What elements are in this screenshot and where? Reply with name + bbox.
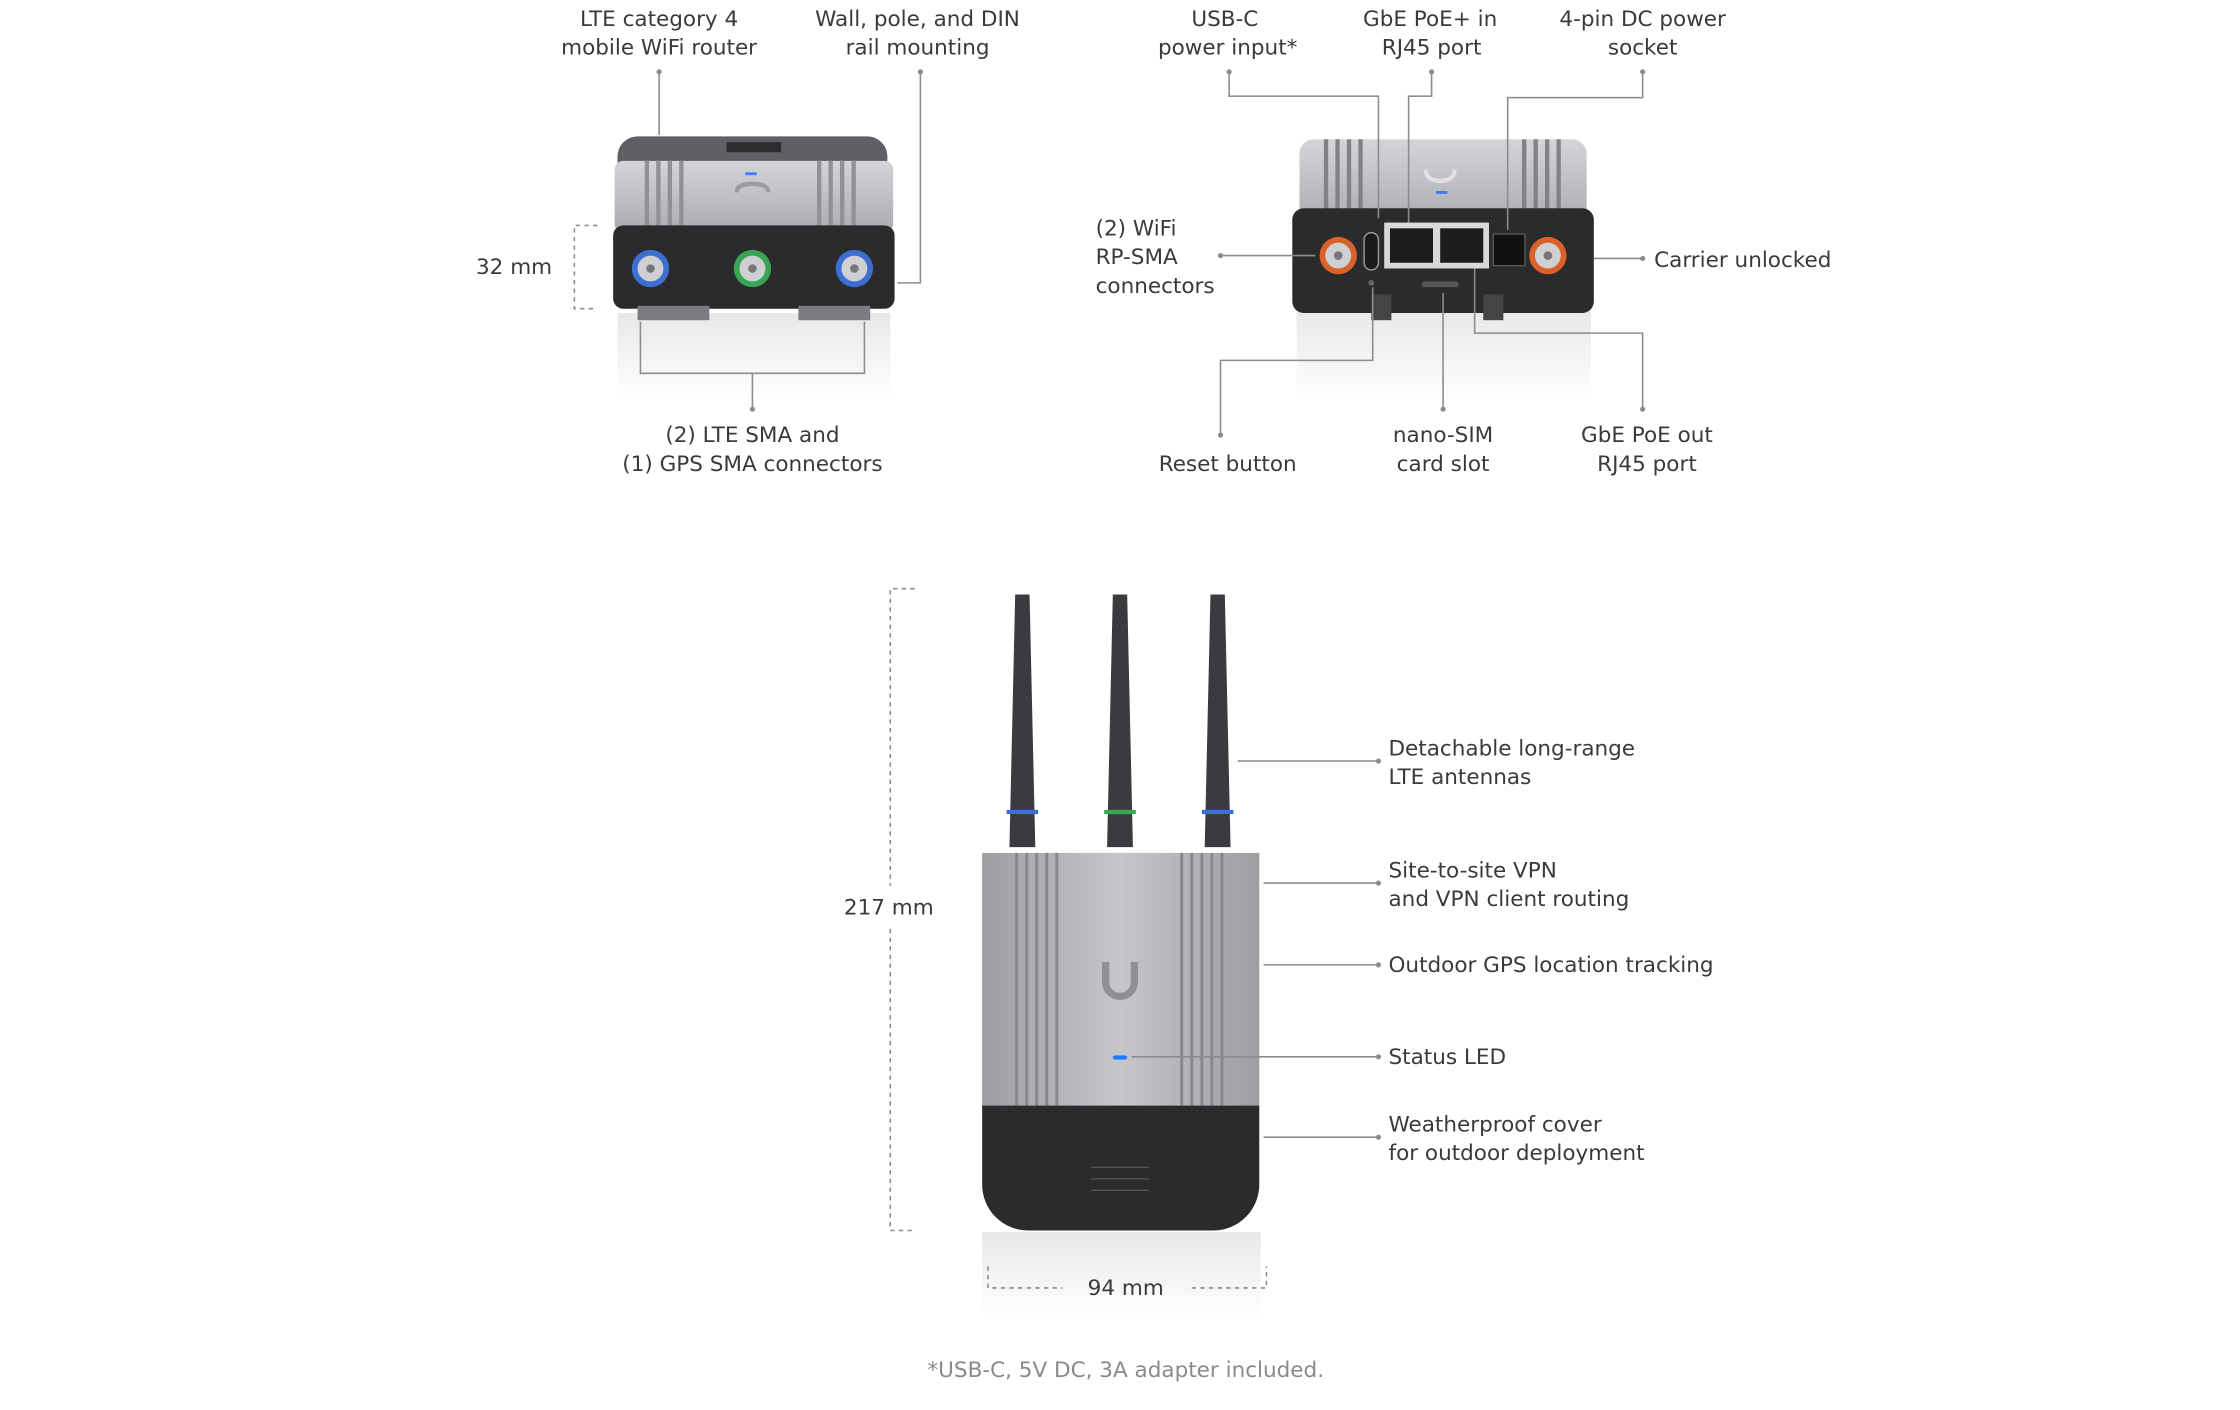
svg-text:Outdoor GPS location tracking: Outdoor GPS location tracking (1389, 953, 1714, 978)
callout-lte-gps-connectors: (2) LTE SMA and (1) GPS SMA connectors (622, 321, 883, 477)
svg-text:Wall, pole, and DIN: Wall, pole, and DIN (815, 7, 1020, 32)
dimension-width-94: 94 mm (987, 1266, 1268, 1301)
gps-connector (733, 249, 772, 288)
callout-poe-out: GbE PoE out RJ45 port (1473, 268, 1713, 477)
svg-text:LTE category 4: LTE category 4 (580, 7, 738, 32)
callout-mounting: Wall, pole, and DIN rail mounting (815, 7, 1020, 284)
svg-text:(2) WiFi: (2) WiFi (1096, 216, 1177, 241)
callout-carrier: Carrier unlocked (1593, 248, 1831, 273)
callout-vpn: Site-to-site VPN and VPN client routing (1263, 858, 1630, 912)
antenna-middle (1104, 594, 1136, 848)
router-side-view (613, 136, 895, 400)
ui-logo (1102, 962, 1138, 1000)
svg-text:(2) LTE SMA and: (2) LTE SMA and (665, 423, 839, 448)
svg-text:socket: socket (1608, 36, 1678, 61)
svg-text:Reset button: Reset button (1159, 452, 1297, 477)
svg-text:Weatherproof cover: Weatherproof cover (1389, 1112, 1602, 1137)
svg-text:card slot: card slot (1397, 452, 1490, 477)
svg-text:for outdoor deployment: for outdoor deployment (1389, 1141, 1645, 1166)
lte-connector-1 (835, 249, 874, 288)
callout-wifi: (2) WiFi RP-SMA connectors (1096, 216, 1316, 299)
svg-text:217 mm: 217 mm (844, 896, 934, 921)
svg-text:mobile WiFi router: mobile WiFi router (561, 36, 757, 61)
svg-text:RP-SMA: RP-SMA (1096, 245, 1178, 270)
rj45-poe-out-port (1440, 228, 1484, 263)
callout-status-led: Status LED (1131, 1045, 1506, 1070)
antenna-left (1006, 594, 1039, 848)
svg-text:and VPN client routing: and VPN client routing (1389, 887, 1630, 912)
callout-dc-socket: 4-pin DC power socket (1506, 7, 1726, 230)
svg-text:GbE PoE+ in: GbE PoE+ in (1363, 7, 1497, 32)
svg-text:power input*: power input* (1158, 36, 1298, 61)
svg-text:Site-to-site VPN: Site-to-site VPN (1389, 858, 1557, 883)
svg-text:USB-C: USB-C (1191, 7, 1258, 32)
svg-text:(1) GPS SMA connectors: (1) GPS SMA connectors (622, 452, 882, 477)
reset-hole (1368, 279, 1375, 286)
svg-text:LTE antennas: LTE antennas (1389, 765, 1532, 790)
callout-gps: Outdoor GPS location tracking (1263, 953, 1714, 978)
router-front-view (982, 594, 1261, 1319)
svg-text:rail mounting: rail mounting (846, 36, 990, 61)
svg-text:RJ45 port: RJ45 port (1597, 452, 1697, 477)
svg-text:Status LED: Status LED (1389, 1045, 1507, 1070)
svg-text:Detachable long-range: Detachable long-range (1389, 736, 1636, 761)
svg-text:32 mm: 32 mm (476, 255, 552, 280)
callout-reset: Reset button (1159, 287, 1374, 477)
wifi-connector-2 (1529, 236, 1567, 275)
callout-usbc: USB-C power input* (1158, 7, 1380, 219)
svg-text:4-pin DC power: 4-pin DC power (1559, 7, 1726, 32)
usb-c-port (1363, 231, 1380, 271)
svg-text:GbE PoE out: GbE PoE out (1581, 423, 1713, 448)
callout-poe-in: GbE PoE+ in RJ45 port (1363, 7, 1497, 223)
dc-socket (1492, 233, 1526, 267)
svg-text:RJ45 port: RJ45 port (1382, 36, 1482, 61)
svg-text:Carrier unlocked: Carrier unlocked (1654, 248, 1831, 273)
rj45-poe-in-port (1389, 228, 1434, 263)
callout-cover: Weatherproof cover for outdoor deploymen… (1263, 1112, 1645, 1166)
svg-text:nano-SIM: nano-SIM (1393, 423, 1493, 448)
svg-text:94 mm: 94 mm (1088, 1276, 1164, 1301)
callout-router: LTE category 4 mobile WiFi router (561, 7, 757, 135)
lte-connector-2 (631, 249, 670, 288)
wifi-connector-1 (1319, 236, 1357, 275)
footnote: *USB-C, 5V DC, 3A adapter included. (927, 1358, 1324, 1383)
dimension-height-32: 32 mm (476, 224, 598, 310)
svg-text:connectors: connectors (1096, 274, 1215, 299)
callout-antennas: Detachable long-range LTE antennas (1237, 736, 1636, 790)
sim-slot (1421, 281, 1459, 288)
status-led (1112, 1055, 1128, 1060)
callout-sim: nano-SIM card slot (1393, 292, 1493, 477)
antenna-right (1201, 594, 1234, 848)
dimension-height-217: 217 mm (844, 587, 934, 1232)
